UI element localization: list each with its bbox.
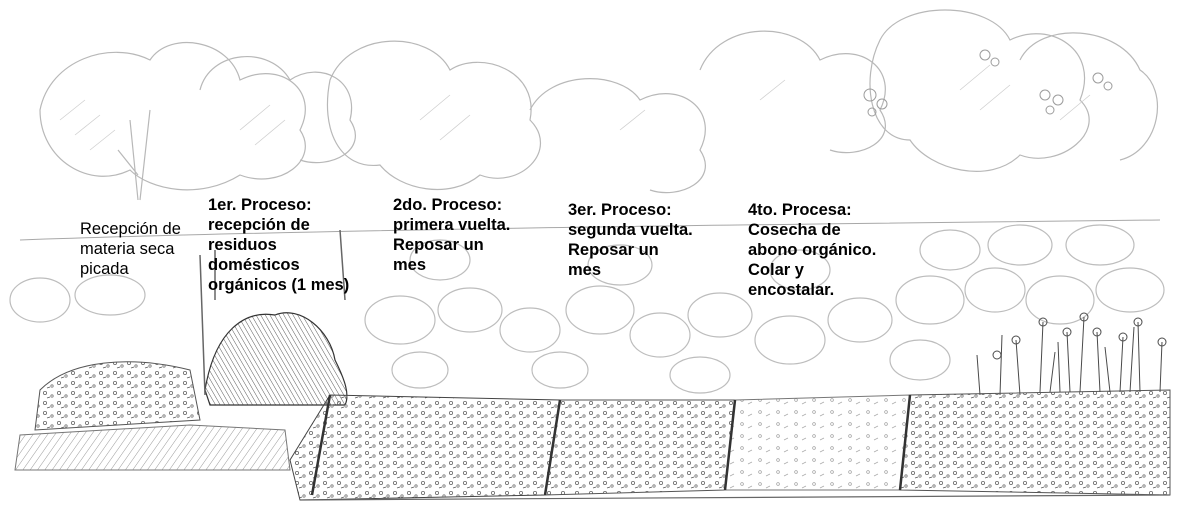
dry-material-pile [14, 361, 291, 471]
background-trees [39, 9, 1158, 201]
label-process-4: 4to. Procesa: Cosecha de abono orgánico.… [748, 201, 877, 299]
label-process-3: 3er. Proceso: segunda vuelta. Reposar un… [568, 201, 693, 279]
wall-top-line [19, 219, 1161, 241]
compost-beds [289, 389, 1171, 501]
label-process-2: 2do. Proceso: primera vuelta. Reposar un… [393, 196, 511, 274]
fresh-waste-heap [199, 229, 348, 406]
canopy-doodles [863, 49, 1113, 117]
label-process-1: 1er. Proceso: recepción de residuos domé… [208, 196, 350, 294]
label-dry-material-reception: Recepción de materia seca picada [80, 220, 181, 278]
canopy-hatching [59, 64, 1091, 151]
growing-plants [976, 312, 1167, 396]
stone-wall [9, 224, 1165, 394]
